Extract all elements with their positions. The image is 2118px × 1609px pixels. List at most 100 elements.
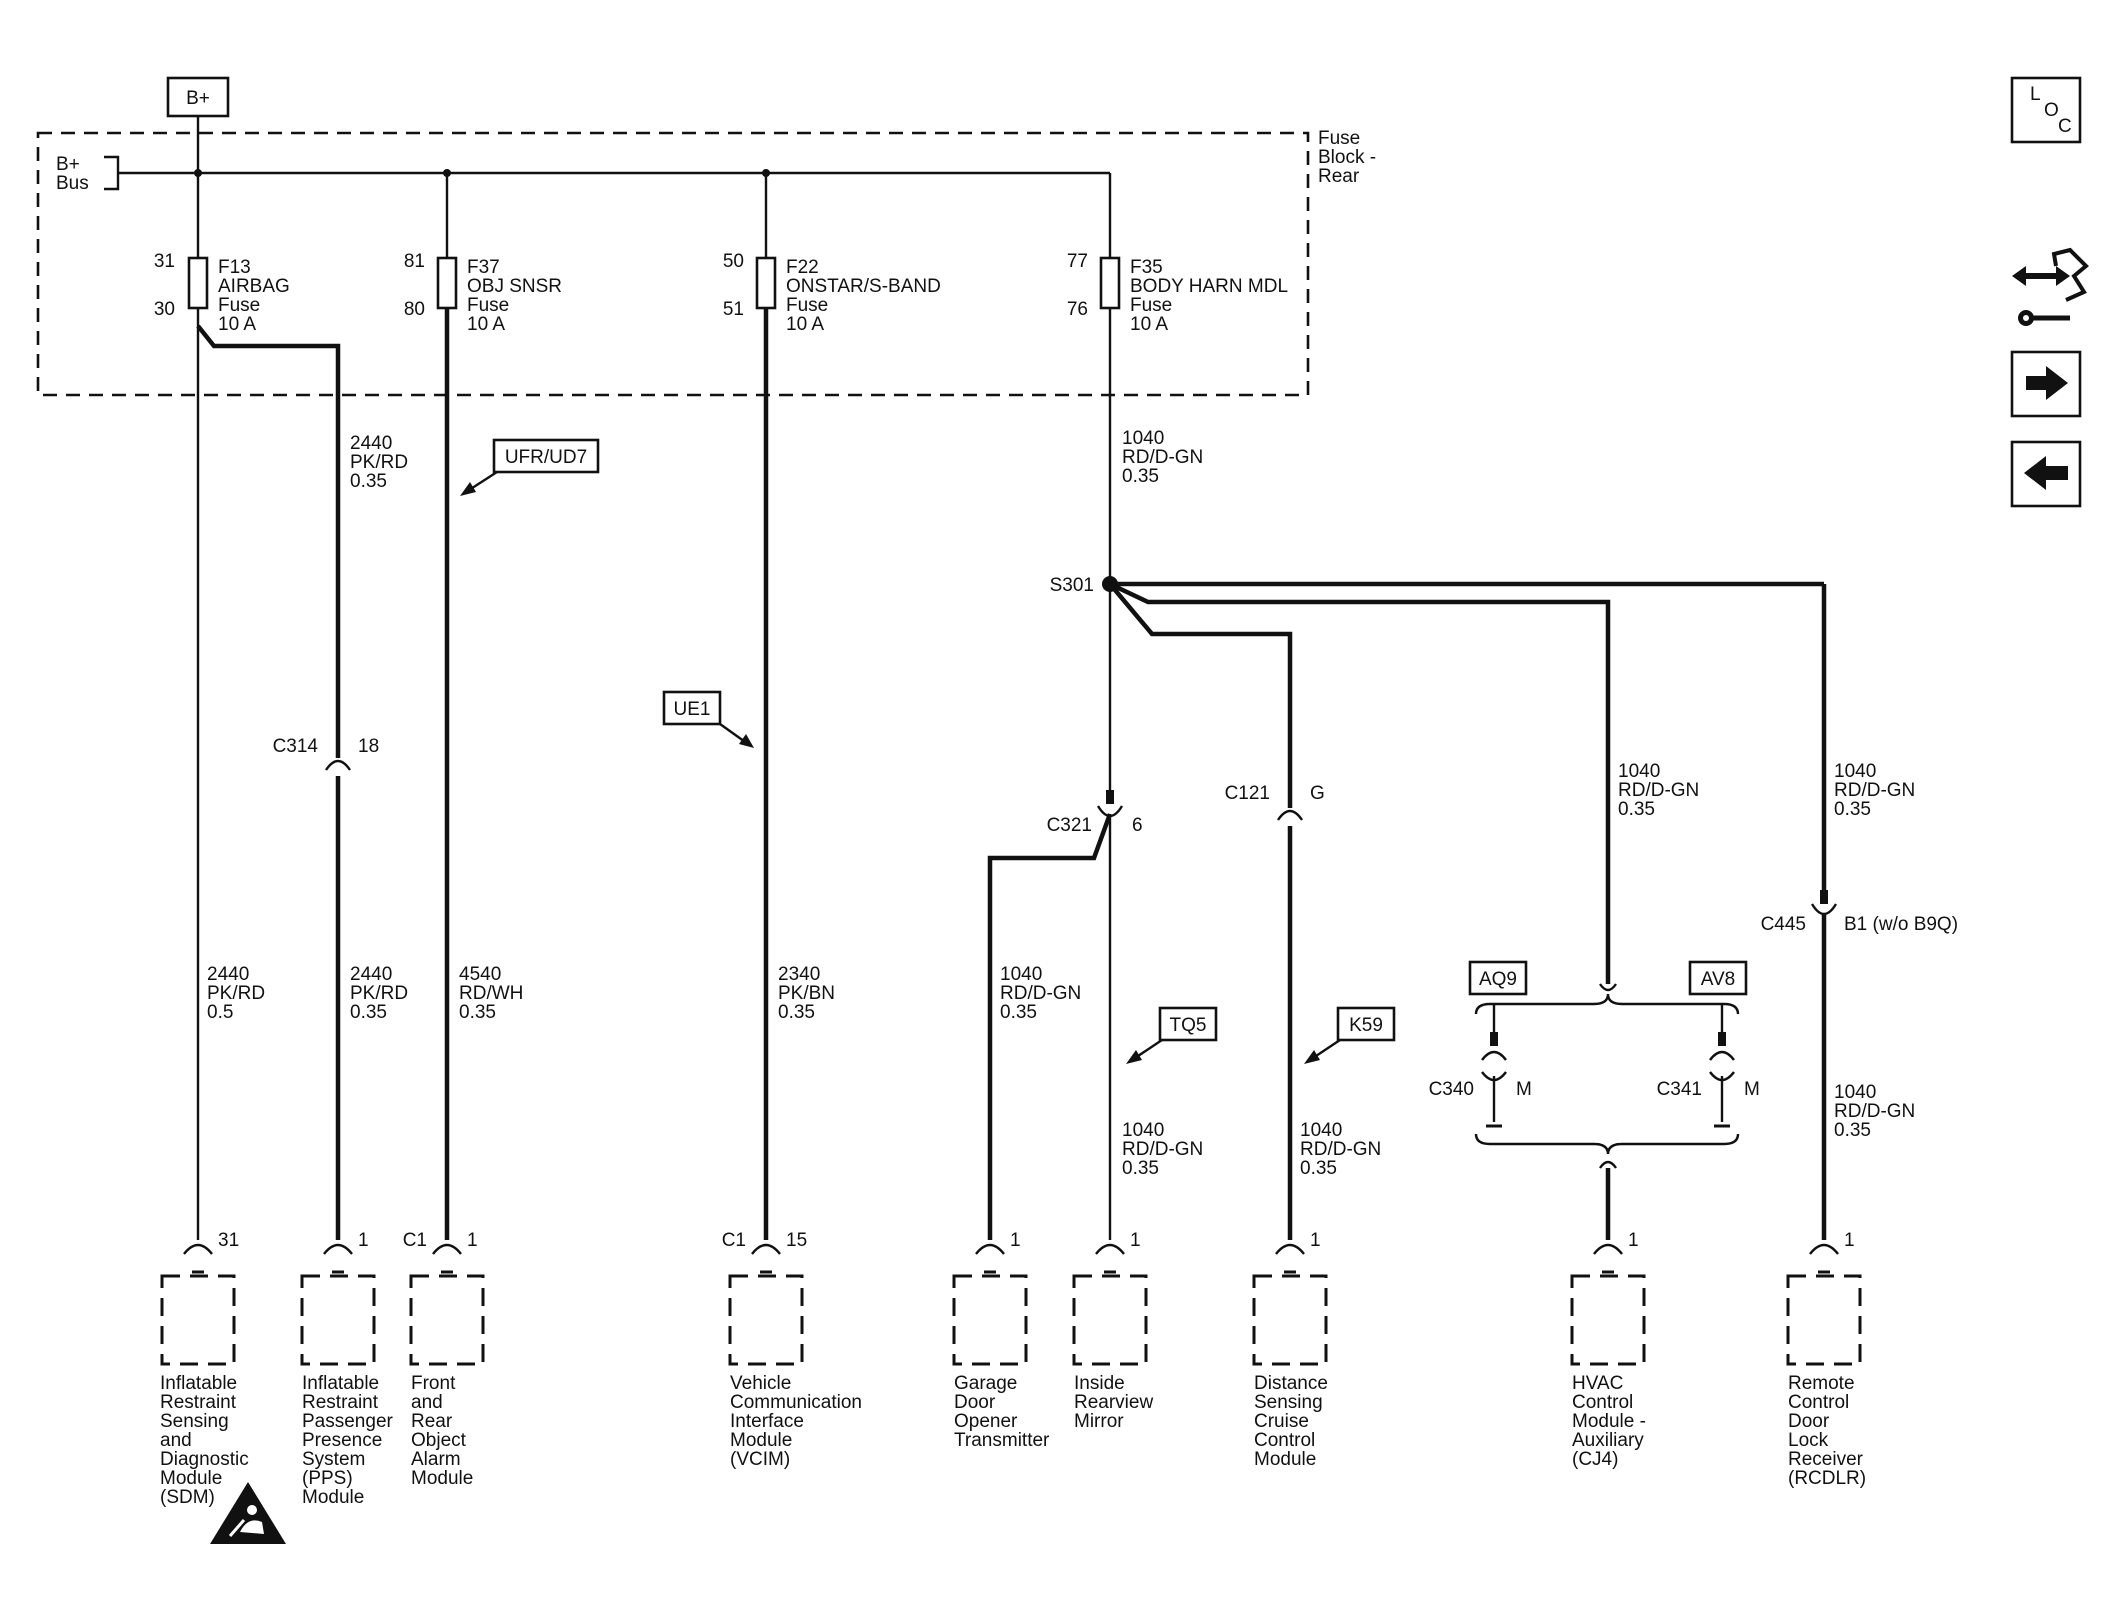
fuse-f13-rating: 10 A	[218, 314, 256, 335]
arrow-left-icon	[2024, 456, 2068, 490]
option-k59-label: K59	[1349, 1015, 1383, 1036]
module-obj-label-line: Object	[411, 1430, 467, 1451]
wire-mirror-number: 1040	[1122, 1120, 1164, 1141]
option-av8-label: AV8	[1701, 969, 1736, 990]
fuse-f35-in-pin: 77	[1067, 251, 1088, 272]
connector-c314-name: C314	[273, 736, 319, 757]
prev-page-button[interactable]	[2010, 440, 2082, 508]
module-obj-label-line: Module	[411, 1468, 473, 1489]
wire-garage-size: 0.35	[1000, 1002, 1037, 1023]
module-obj-label-line: and	[411, 1392, 443, 1413]
bus-label-2: Bus	[56, 173, 89, 194]
wire-obj-color: RD/WH	[459, 983, 523, 1004]
wire-rcdlr-lower-number: 1040	[1834, 1082, 1876, 1103]
module-cruise-label-line: Sensing	[1254, 1392, 1323, 1413]
schematic-nav-icon[interactable]	[2012, 247, 2089, 326]
circuit-hvac: 1040 RD/D-GN 0.35 AQ9 AV8 C340 M C341 M	[1429, 761, 1760, 1240]
fuse-f35-name: BODY HARN MDL	[1130, 276, 1288, 297]
option-av8: AV8	[1688, 960, 1748, 996]
wire-obj-size: 0.35	[459, 1002, 496, 1023]
connector-c340-name: C340	[1429, 1079, 1474, 1100]
bus-label-1: B+	[56, 154, 80, 175]
module-sdm-label-line: Module	[160, 1468, 222, 1489]
wire-hvac-number: 1040	[1618, 761, 1660, 782]
fuse-f13-out-pin: 30	[154, 299, 175, 320]
module-pps-label-line: Module	[302, 1487, 364, 1508]
fuse-f37: 81 80 F37 OBJ SNSR Fuse 10 A	[404, 173, 562, 335]
module-vcim-label-line: (VCIM)	[730, 1449, 790, 1470]
fuse-f35-type: Fuse	[1130, 295, 1172, 316]
wire-1040-upper-color: RD/D-GN	[1122, 447, 1203, 468]
fuse-block-label-1: Fuse	[1318, 128, 1360, 149]
module-cruise: 1 Distance Sensing Cruise Control Module	[1252, 1230, 1328, 1470]
module-obj-connector: C1	[403, 1230, 427, 1251]
wire-vcim-color: PK/BN	[778, 983, 835, 1004]
circuit-pps: 2440 PK/RD 0.35 C314 18 2440 PK/RD 0.35	[196, 324, 408, 1240]
option-aq9: AQ9	[1468, 960, 1528, 996]
loc-letter-c: C	[2058, 116, 2072, 137]
module-garage-label-line: Garage	[954, 1373, 1017, 1394]
module-cruise-label-line: Module	[1254, 1449, 1316, 1470]
module-sdm: 31 Inflatable Restraint Sensing and Diag…	[160, 1230, 286, 1544]
wire-1040-upper-number: 1040	[1122, 428, 1164, 449]
module-mirror-label-line: Rearview	[1074, 1392, 1153, 1413]
wire-hvac-color: RD/D-GN	[1618, 780, 1699, 801]
wire-garage-number: 1040	[1000, 964, 1042, 985]
wire-rcdlr-upper-number: 1040	[1834, 761, 1876, 782]
option-k59: K59	[1304, 1006, 1396, 1064]
module-pps-label-line: Restraint	[302, 1392, 379, 1413]
module-vcim-label-line: Module	[730, 1430, 792, 1451]
b-plus-source: B+	[166, 76, 230, 173]
connector-c121-name: C121	[1225, 783, 1270, 804]
module-hvac: 1 HVAC Control Module - Auxiliary (CJ4)	[1570, 1230, 1646, 1470]
module-sdm-label-line: and	[160, 1430, 192, 1451]
circuit-cruise: C121 G 1040 RD/D-GN 0.35	[1225, 783, 1381, 1240]
module-rcdlr-label-line: Door	[1788, 1411, 1830, 1432]
wire-vcim-size: 0.35	[778, 1002, 815, 1023]
module-garage-label-line: Door	[954, 1392, 996, 1413]
airbag-warning-icon	[210, 1482, 286, 1544]
fuse-f22-id: F22	[786, 257, 819, 278]
wire-vcim-number: 2340	[778, 964, 820, 985]
module-sdm-label-line: Sensing	[160, 1411, 229, 1432]
module-obj-pin: 1	[467, 1230, 478, 1251]
wire-sdm-size: 0.5	[207, 1002, 233, 1023]
module-mirror: 1 Inside Rearview Mirror	[1072, 1230, 1153, 1432]
module-hvac-label-line: Control	[1572, 1392, 1633, 1413]
module-garage-pin: 1	[1010, 1230, 1021, 1251]
fuse-f22-in-pin: 50	[723, 251, 744, 272]
fuse-f13-type: Fuse	[218, 295, 260, 316]
module-rcdlr-label-line: Remote	[1788, 1373, 1855, 1394]
location-button[interactable]: L O C	[2010, 76, 2082, 144]
wire-pps-upper-color: PK/RD	[350, 452, 408, 473]
wire-mirror-size: 0.35	[1122, 1158, 1159, 1179]
b-plus-bus: B+ Bus	[56, 154, 1110, 194]
module-sdm-label-line: (SDM)	[160, 1487, 215, 1508]
connector-c314-pin: 18	[358, 736, 379, 757]
module-obj-label-line: Rear	[411, 1411, 453, 1432]
loc-letter-o: O	[2044, 100, 2059, 121]
wire-rcdlr-upper-color: RD/D-GN	[1834, 780, 1915, 801]
module-garage-label-line: Transmitter	[954, 1430, 1050, 1451]
wire-cruise-size: 0.35	[1300, 1158, 1337, 1179]
module-object-alarm: C1 1 Front and Rear Object Alarm Module	[403, 1230, 485, 1489]
module-vcim-pin: 15	[786, 1230, 807, 1251]
option-tq5: TQ5	[1126, 1006, 1218, 1064]
fuse-f37-out-pin: 80	[404, 299, 425, 320]
fuse-f22: 50 51 F22 ONSTAR/S-BAND Fuse 10 A	[723, 173, 941, 335]
option-ufr-ud7: UFR/UD7	[460, 438, 600, 496]
next-page-button[interactable]	[2010, 350, 2082, 418]
fuse-f13-in-pin: 31	[154, 251, 175, 272]
module-pps-label-line: Presence	[302, 1430, 382, 1451]
wire-1040-upper-size: 0.35	[1122, 466, 1159, 487]
fuse-f13-id: F13	[218, 257, 251, 278]
module-vcim-connector: C1	[722, 1230, 746, 1251]
module-vcim: C1 15 Vehicle Communication Interface Mo…	[722, 1230, 862, 1470]
fuse-f37-id: F37	[467, 257, 500, 278]
module-rcdlr-label-line: Receiver	[1788, 1449, 1864, 1470]
wire-pps-color: PK/RD	[350, 983, 408, 1004]
connector-c340-pin: M	[1516, 1079, 1532, 1100]
fuse-f37-in-pin: 81	[404, 251, 425, 272]
splice-s301-label: S301	[1050, 575, 1094, 596]
